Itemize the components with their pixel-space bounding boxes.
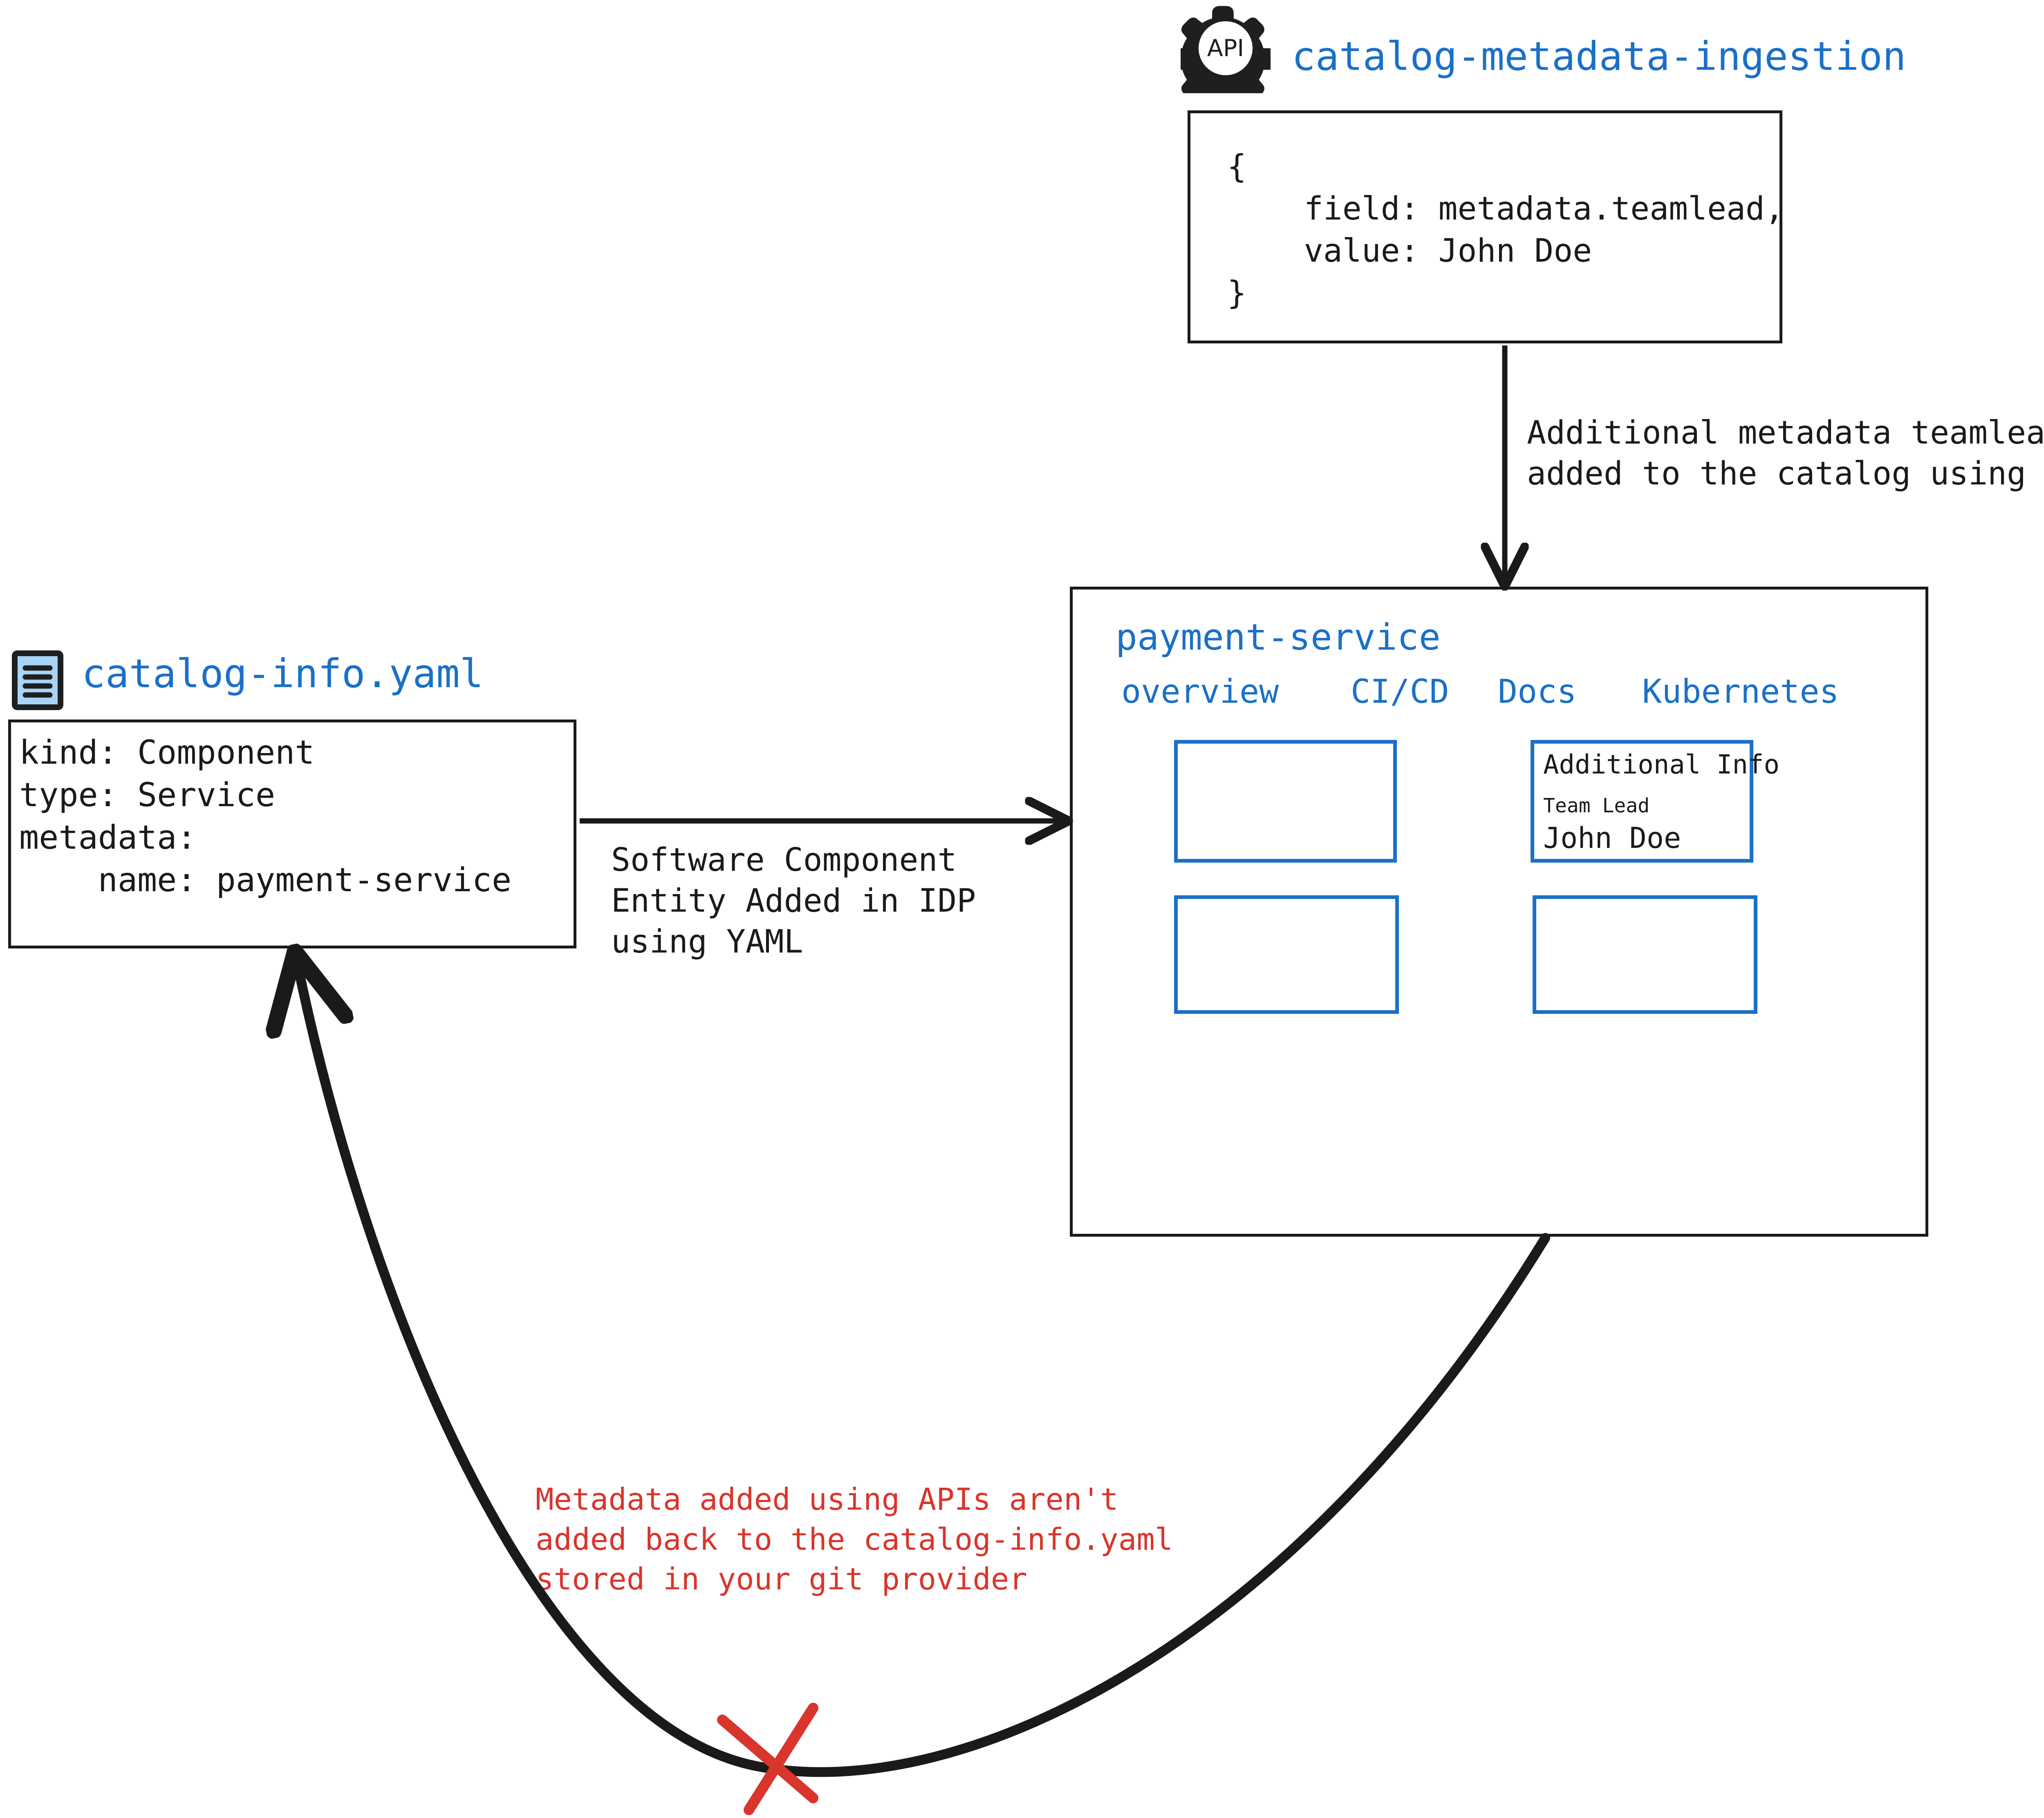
yaml-content-code: kind: Component type: Service metadata: … <box>19 733 512 899</box>
yaml-node-title: catalog-info.yaml <box>82 651 484 697</box>
yaml-content-box: kind: Component type: Service metadata: … <box>8 720 576 948</box>
panel-title: payment-service <box>1116 616 1441 658</box>
api-edge-label: Additional metadata teamlead added to th… <box>1527 415 2044 492</box>
bottom-left-card[interactable] <box>1174 895 1399 1014</box>
api-payload-code: { field: metadata.teamlead, value: John … <box>1227 148 1784 312</box>
tab-cicd[interactable]: CI/CD <box>1351 673 1449 711</box>
yaml-edge-label: Software Component Entity Added in IDP u… <box>611 842 976 960</box>
additional-info-card[interactable]: Additional Info Team Lead John Doe <box>1531 740 1780 863</box>
additional-info-heading: Additional Info <box>1543 750 1780 780</box>
api-icon-label: API <box>1207 35 1244 62</box>
bottom-right-card[interactable] <box>1533 895 1757 1014</box>
tab-kubernetes[interactable]: Kubernetes <box>1642 673 1839 711</box>
panel-tab-bar: overview CI/CD Docs Kubernetes <box>1116 675 1905 720</box>
api-payload-box: { field: metadata.teamlead, value: John … <box>1188 110 1784 343</box>
team-lead-label: Team Lead <box>1543 794 1650 817</box>
team-lead-value: John Doe <box>1543 821 1681 855</box>
tab-docs[interactable]: Docs <box>1498 673 1577 711</box>
warning-label: Metadata added using APIs aren't added b… <box>536 1482 1173 1597</box>
tab-overview[interactable]: overview <box>1121 673 1279 711</box>
api-node-title: catalog-metadata-ingestion <box>1292 34 1906 79</box>
yaml-file-icon <box>11 650 64 711</box>
payment-service-panel: payment-service overview CI/CD Docs Kube… <box>1070 587 1928 1237</box>
overview-card[interactable] <box>1174 740 1397 863</box>
api-gear-icon: API <box>1170 3 1276 112</box>
red-x-icon <box>717 1703 818 1815</box>
